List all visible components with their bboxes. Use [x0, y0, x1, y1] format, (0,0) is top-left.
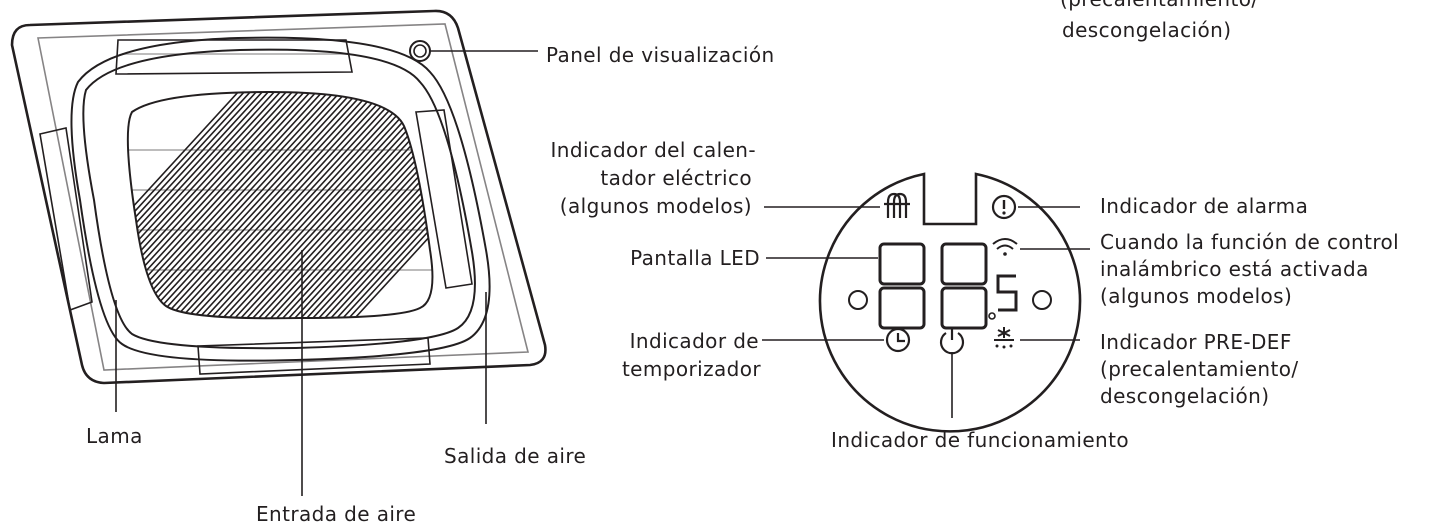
- left-slot: [39, 127, 93, 312]
- label-heater-1: Indicador del calen-: [550, 138, 756, 162]
- frame-ring-inner: [82, 48, 476, 350]
- cassette-unit: [10, 9, 547, 385]
- led-display: [878, 242, 988, 330]
- label-predef-3: descongelación): [1100, 384, 1269, 408]
- display-screw-right: [1032, 290, 1052, 310]
- label-outlet: Salida de aire: [444, 444, 586, 468]
- label-top-clipped-1: (precalentamiento/: [1060, 0, 1259, 11]
- bottom-slot: [197, 337, 431, 375]
- label-predef-2: (precalentamiento/: [1100, 357, 1299, 381]
- display-screw-left: [848, 290, 868, 310]
- display-closeup: [818, 172, 1082, 433]
- predef-icon: [994, 327, 1014, 349]
- cassette-outer-panel: [10, 9, 547, 385]
- label-wireless-2: inalámbrico está activada: [1100, 257, 1369, 281]
- led-small-digit: [996, 274, 1018, 312]
- label-timer-1: Indicador de: [630, 329, 759, 353]
- label-top-clipped-2: descongelación): [1062, 18, 1231, 42]
- frame-ring-outer: [70, 36, 491, 362]
- label-led: Pantalla LED: [630, 246, 760, 270]
- wireless-icon: [992, 238, 1018, 256]
- label-operation: Indicador de funcionamiento: [831, 428, 1129, 452]
- label-louver: Lama: [86, 424, 143, 448]
- right-slot: [415, 109, 473, 289]
- label-heater-2: tador eléctrico: [600, 166, 752, 190]
- air-inlet-grille: [126, 90, 434, 320]
- display-outline: [818, 172, 1082, 433]
- timer-icon: [885, 327, 911, 353]
- alarm-icon: [991, 194, 1017, 220]
- top-slot: [115, 39, 353, 75]
- heater-icon: [884, 192, 910, 218]
- label-timer-2: temporizador: [622, 357, 761, 381]
- label-predef-1: Indicador PRE-DEF: [1100, 330, 1292, 354]
- display-panel-marker: [409, 40, 431, 62]
- label-alarm: Indicador de alarma: [1100, 194, 1308, 218]
- label-inlet: Entrada de aire: [256, 502, 416, 526]
- label-wireless-3: (algunos modelos): [1100, 284, 1292, 308]
- label-display-panel: Panel de visualización: [546, 43, 775, 67]
- label-wireless-1: Cuando la función de control: [1100, 230, 1399, 254]
- power-icon: [939, 328, 965, 355]
- label-heater-3: (algunos modelos): [560, 194, 752, 218]
